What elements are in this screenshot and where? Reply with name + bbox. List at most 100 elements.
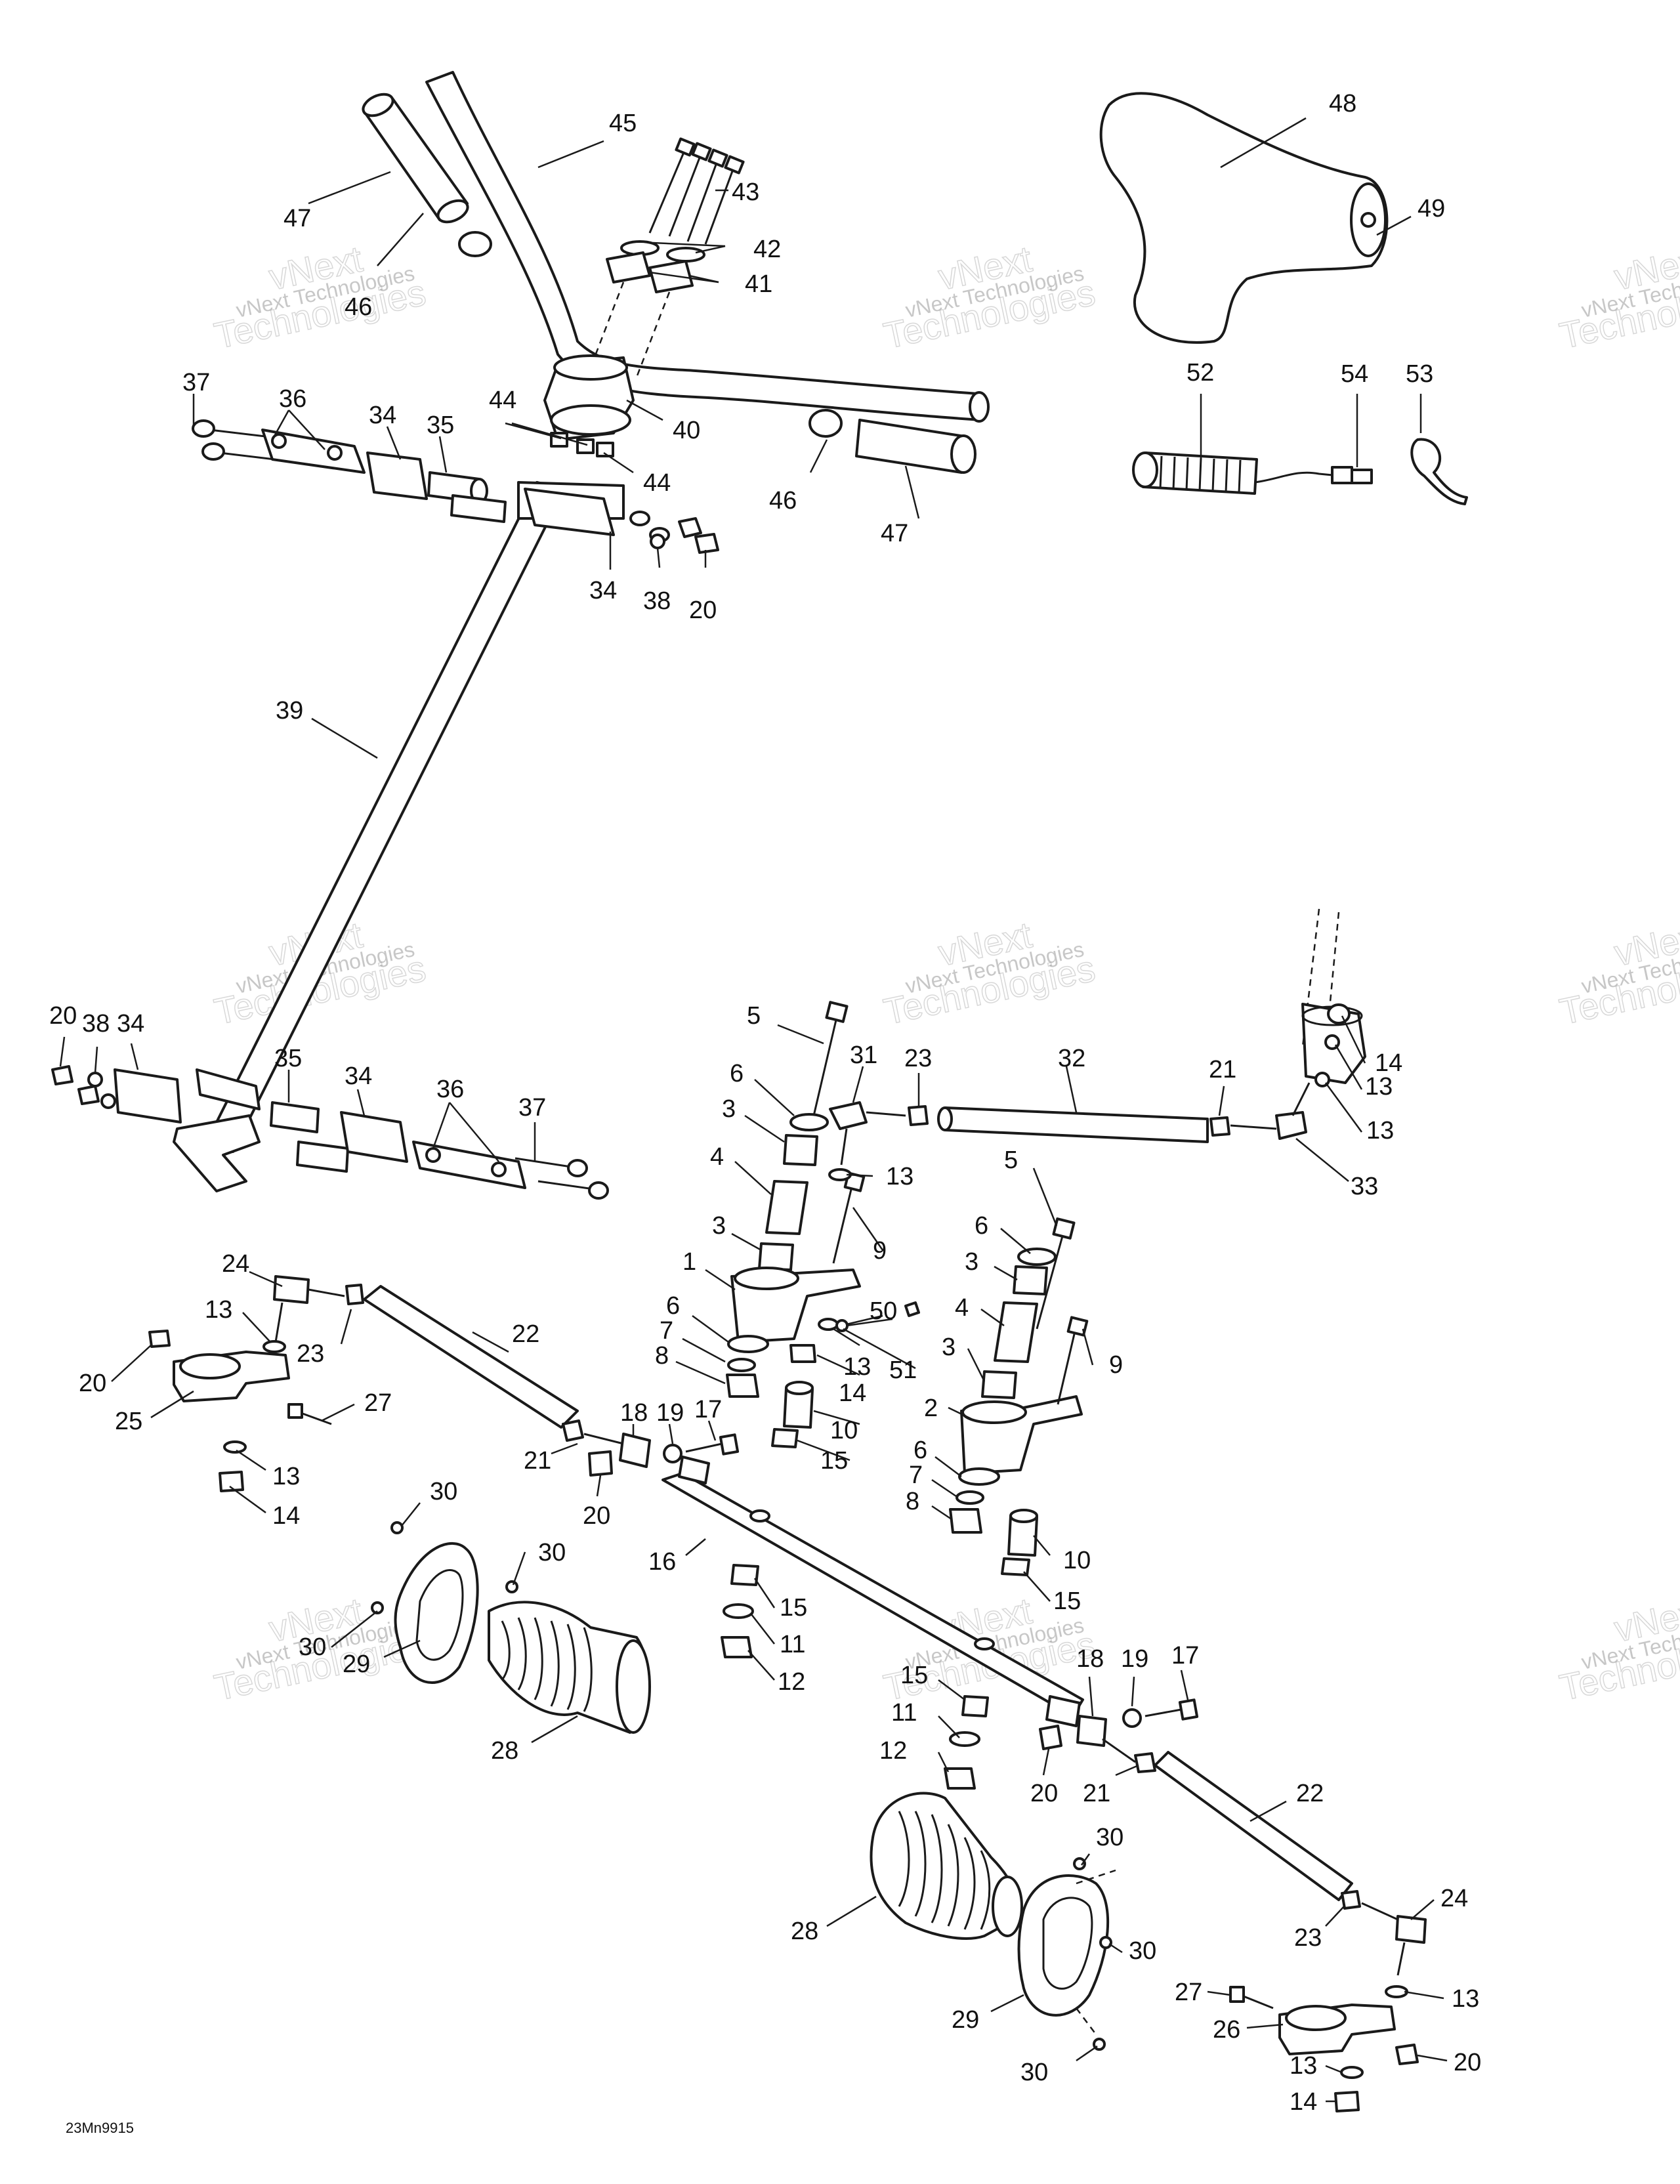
- upper-clamp: [648, 260, 694, 293]
- callout-38: 38: [643, 587, 671, 615]
- nut-12: [721, 1636, 753, 1658]
- callout-5: 5: [747, 1002, 761, 1030]
- callout-36: 36: [436, 1076, 464, 1103]
- washer-13: [1385, 1985, 1408, 1998]
- nut-20: [588, 1450, 613, 1477]
- callout-12: 12: [879, 1737, 907, 1765]
- bolt-head: [192, 419, 215, 438]
- callout-21: 21: [1209, 1056, 1236, 1083]
- bushing-3: [981, 1370, 1017, 1399]
- washer-13: [223, 1440, 247, 1454]
- callout-8: 8: [906, 1488, 919, 1515]
- callout-13: 13: [843, 1353, 871, 1381]
- callout-14: 14: [839, 1379, 866, 1407]
- callout-3: 3: [965, 1248, 978, 1276]
- bolt-head: [588, 1181, 609, 1200]
- callout-37: 37: [182, 369, 210, 396]
- nut-14: [219, 1471, 244, 1492]
- bushing-15: [961, 1695, 989, 1717]
- callout-27: 27: [364, 1389, 392, 1417]
- watermark: vNext Technologies vNext Technologies: [1555, 914, 1680, 1033]
- nut-20: [77, 1085, 100, 1105]
- nut: [596, 442, 614, 457]
- spacer-35: [270, 1101, 320, 1133]
- callout-36: 36: [279, 385, 306, 413]
- callout-49: 49: [1418, 195, 1445, 222]
- tie-rod-32: [944, 1106, 1209, 1143]
- screw-30: [505, 1580, 518, 1593]
- callout-17: 17: [1171, 1642, 1199, 1670]
- handlebar-assembly: [362, 71, 990, 474]
- callout-20: 20: [1030, 1780, 1058, 1807]
- callout-38: 38: [82, 1010, 110, 1038]
- crossbar-16: [662, 1472, 1084, 1717]
- callout-3: 3: [722, 1095, 736, 1123]
- callout-30: 30: [430, 1478, 457, 1505]
- callout-labels: 45 43 42 41 40 44 44 47 46 46 47 48 49 5…: [49, 90, 1481, 2116]
- diagram-code: 23Mn9915: [66, 2120, 134, 2136]
- callout-44: 44: [643, 469, 671, 497]
- bushing-3: [1013, 1265, 1048, 1295]
- spacer-4: [765, 1180, 808, 1235]
- washer: [1327, 1003, 1351, 1024]
- right-column-segment: [1301, 908, 1366, 1087]
- callout-11: 11: [891, 1699, 917, 1727]
- column-lower-flange: [196, 1068, 261, 1110]
- washer-6: [958, 1467, 1000, 1486]
- link-block-34: [366, 452, 428, 500]
- crossbar-bracket: [678, 1456, 710, 1484]
- screw-30: [390, 1521, 404, 1534]
- callout-29: 29: [952, 2006, 979, 2034]
- callout-18: 18: [1076, 1645, 1104, 1673]
- nut-8: [726, 1374, 759, 1398]
- callout-30: 30: [1096, 1824, 1124, 1851]
- washer-13: [262, 1340, 286, 1353]
- nut: [576, 438, 595, 454]
- nut-12: [944, 1767, 976, 1790]
- callout-23: 23: [297, 1340, 324, 1368]
- callout-44: 44: [489, 387, 516, 414]
- watermark: vNext Technologies vNext Technologies: [1555, 1589, 1680, 1709]
- callout-13: 13: [1290, 2052, 1317, 2080]
- callout-32: 32: [1058, 1045, 1085, 1072]
- callout-25: 25: [115, 1408, 142, 1435]
- nut-20: [1039, 1725, 1062, 1750]
- callout-14: 14: [272, 1502, 300, 1530]
- washer-13: [818, 1318, 839, 1331]
- callout-7: 7: [909, 1461, 923, 1489]
- screw-30: [1073, 1857, 1086, 1870]
- handlebar: [425, 71, 982, 421]
- nut-21: [562, 1419, 584, 1442]
- callout-35: 35: [274, 1045, 302, 1072]
- callout-27: 27: [1175, 1979, 1202, 2006]
- callout-17: 17: [694, 1396, 722, 1423]
- nut-21: [1209, 1116, 1230, 1137]
- tie-rod-end-24: [273, 1275, 310, 1304]
- bushing-3: [783, 1134, 818, 1166]
- connector: [1331, 466, 1353, 484]
- callout-3: 3: [712, 1212, 726, 1240]
- callout-6: 6: [975, 1212, 988, 1240]
- callout-31: 31: [850, 1041, 877, 1069]
- watermark: vNext Technologies vNext Technologies: [879, 914, 1099, 1033]
- cable-tie: [1410, 438, 1468, 505]
- clamp-bolts: [648, 137, 745, 245]
- nut-23: [1341, 1890, 1361, 1910]
- callout-50: 50: [870, 1297, 897, 1325]
- nut-20: [694, 533, 719, 554]
- handlebar-pad: [1099, 92, 1389, 344]
- callout-41: 41: [745, 270, 772, 298]
- washer-19: [1122, 1708, 1142, 1728]
- center-steering: [662, 1001, 1311, 1790]
- callout-46: 46: [345, 293, 372, 321]
- callout-23: 23: [904, 1045, 932, 1072]
- lower-link-assembly: [51, 1065, 609, 1200]
- steering-column-tube: [205, 481, 566, 1153]
- washer-13: [1340, 2066, 1364, 2079]
- callout-30: 30: [1129, 1937, 1156, 1965]
- screw-30: [1099, 1936, 1112, 1949]
- bushing-3: [758, 1242, 794, 1271]
- callout-14: 14: [1375, 1049, 1402, 1077]
- upper-link-assembly: [192, 419, 719, 554]
